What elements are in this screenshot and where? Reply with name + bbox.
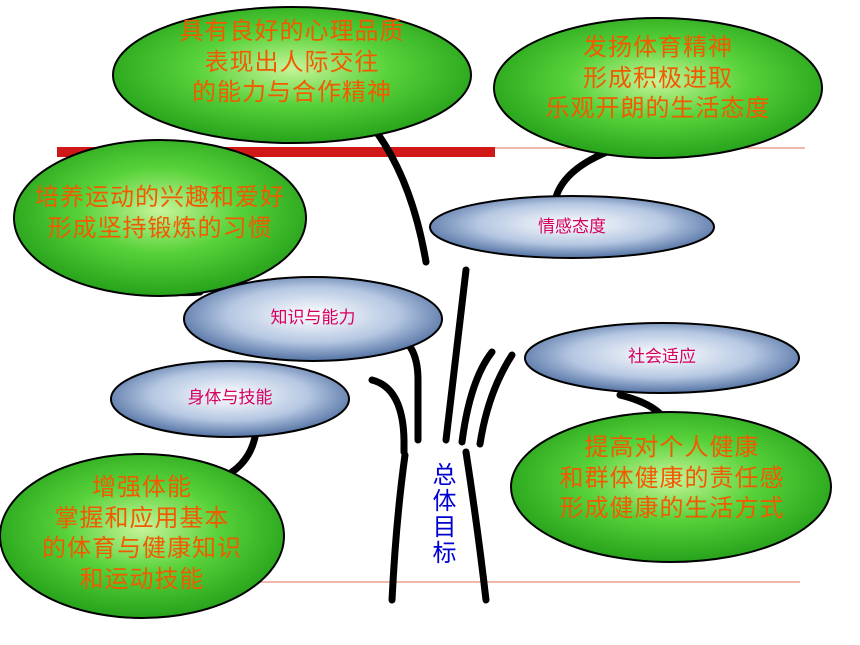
category-label-knowledge: 知识与能力 bbox=[270, 308, 356, 328]
category-bubble-emotion bbox=[429, 195, 715, 259]
goal-line: 形成坚持锻炼的习惯 bbox=[47, 213, 273, 242]
category-label-social: 社会适应 bbox=[628, 347, 696, 367]
goal-line: 具有良好的心理品质 bbox=[179, 17, 405, 45]
trunk-left-outer bbox=[368, 376, 408, 456]
goal-bubble-bottom-left bbox=[0, 453, 285, 619]
goal-text-bottom-left: 增强体能 掌握和应用基本 的体育与健康知识 和运动技能 bbox=[0, 472, 284, 595]
goal-line: 掌握和应用基本 bbox=[54, 503, 230, 532]
goal-line: 乐观开朗的生活态度 bbox=[545, 94, 771, 123]
branch-bottom-left bbox=[228, 428, 260, 476]
trunk-left-base bbox=[388, 451, 409, 604]
goal-text-mid-left: 培养运动的兴趣和爱好 形成坚持锻炼的习惯 bbox=[14, 182, 306, 243]
category-bubble-knowledge bbox=[183, 276, 443, 362]
goal-bubble-top-right bbox=[493, 17, 823, 159]
category-label-body: 身体与技能 bbox=[187, 388, 273, 408]
branch-top-right bbox=[552, 146, 616, 201]
trunk-right-stroke bbox=[458, 348, 496, 446]
trunk-center-stroke bbox=[442, 266, 470, 444]
category-bubble-body bbox=[110, 360, 350, 438]
center-goal-label: 总体目标 bbox=[428, 462, 456, 566]
category-label-emotion: 情感态度 bbox=[538, 217, 606, 237]
goal-line: 发扬体育精神 bbox=[583, 33, 733, 61]
goal-text-bottom-right: 提高对个人健康 和群体健康的责任感 形成健康的生活方式 bbox=[512, 432, 832, 524]
category-bubble-social bbox=[524, 322, 800, 394]
goal-line: 表现出人际交往 bbox=[204, 47, 380, 76]
goal-text-top-right: 发扬体育精神 形成积极进取 乐观开朗的生活态度 bbox=[496, 32, 820, 124]
red-bar bbox=[57, 147, 495, 157]
goal-line: 形成积极进取 bbox=[583, 63, 733, 92]
goal-line: 增强体能 bbox=[92, 473, 192, 501]
goal-bubble-top-left bbox=[112, 6, 472, 144]
goal-line: 的能力与合作精神 bbox=[192, 78, 392, 107]
goal-bubble-bottom-right bbox=[510, 411, 832, 563]
goal-line: 提高对个人健康 bbox=[584, 433, 760, 461]
trunk-right-base bbox=[462, 448, 490, 604]
branch-top-left bbox=[371, 126, 430, 266]
goal-bubble-mid-left bbox=[13, 139, 307, 297]
trunk-far-right bbox=[476, 351, 516, 448]
goal-text-top-left: 具有良好的心理品质 表现出人际交往 的能力与合作精神 bbox=[112, 16, 472, 108]
goal-line: 和运动技能 bbox=[79, 565, 205, 594]
goal-line: 和群体健康的责任感 bbox=[559, 463, 785, 492]
goal-line: 培养运动的兴趣和爱好 bbox=[35, 183, 285, 211]
goal-line: 形成健康的生活方式 bbox=[559, 494, 785, 523]
goal-line: 的体育与健康知识 bbox=[42, 534, 242, 563]
